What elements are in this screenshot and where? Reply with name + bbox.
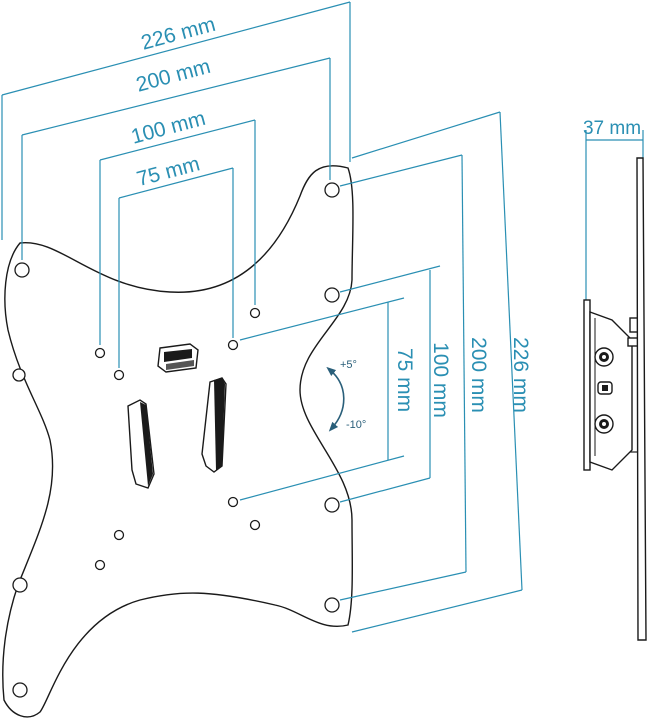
- side-view: 37 mm: [583, 118, 647, 641]
- wall-plate-side: [583, 299, 591, 471]
- hanging-slots: [127, 377, 227, 489]
- tilt-up-label: +5°: [340, 359, 357, 371]
- dim-75-vertical: 75 mm: [393, 348, 416, 412]
- dim-200-vertical: 200 mm: [467, 337, 490, 413]
- tilt-down-label: -10°: [346, 419, 366, 431]
- dim-37-depth: 37 mm: [583, 118, 641, 139]
- mounting-plate: [2, 165, 354, 718]
- dim-226-vertical: 226 mm: [509, 337, 532, 413]
- dim-100-vertical: 100 mm: [429, 342, 452, 418]
- tv-plate-side: [636, 157, 647, 641]
- center-clip: [157, 343, 199, 373]
- vesa-200-holes: [12, 182, 340, 698]
- tilt-indicator: +5° -10°: [326, 359, 366, 432]
- vertical-dimensions: 75 mm 100 mm 200 mm 226 mm: [239, 111, 532, 633]
- vesa-small-holes: [94, 307, 261, 571]
